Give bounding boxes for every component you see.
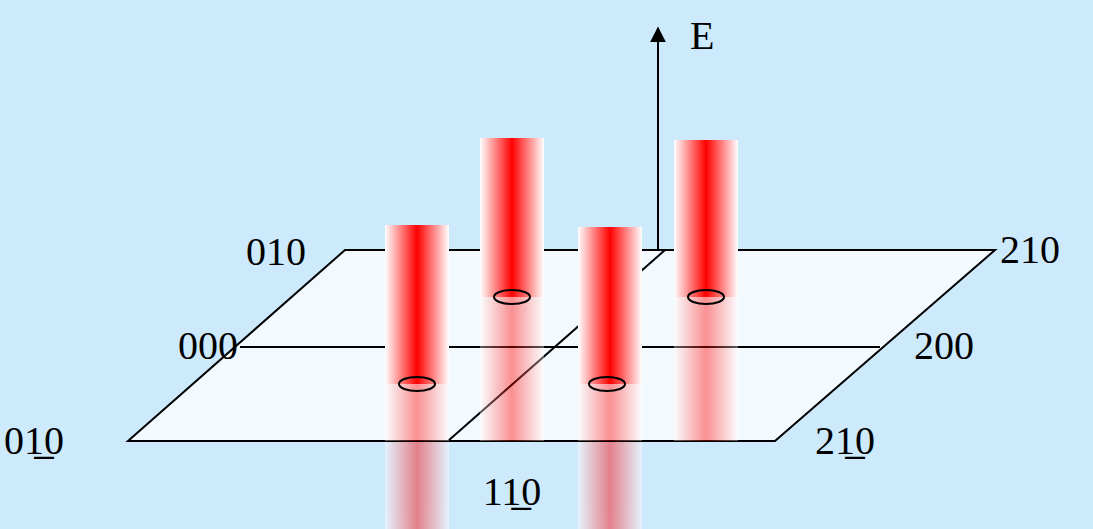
miller-index: 200	[914, 326, 974, 366]
miller-index: 01̲0	[4, 421, 64, 461]
field-arrow	[657, 28, 659, 250]
miller-index: 010	[246, 232, 306, 272]
miller-index: 000	[178, 326, 238, 366]
rod-upper-parts	[385, 138, 738, 384]
field-label: E	[690, 16, 714, 56]
reciprocal-plane	[128, 250, 995, 441]
grid-line	[240, 346, 880, 348]
miller-index: 210	[1000, 230, 1060, 270]
miller-index: 21̲0	[815, 421, 875, 461]
miller-index: 11̲0	[483, 472, 542, 512]
rod-intersections	[399, 290, 724, 391]
